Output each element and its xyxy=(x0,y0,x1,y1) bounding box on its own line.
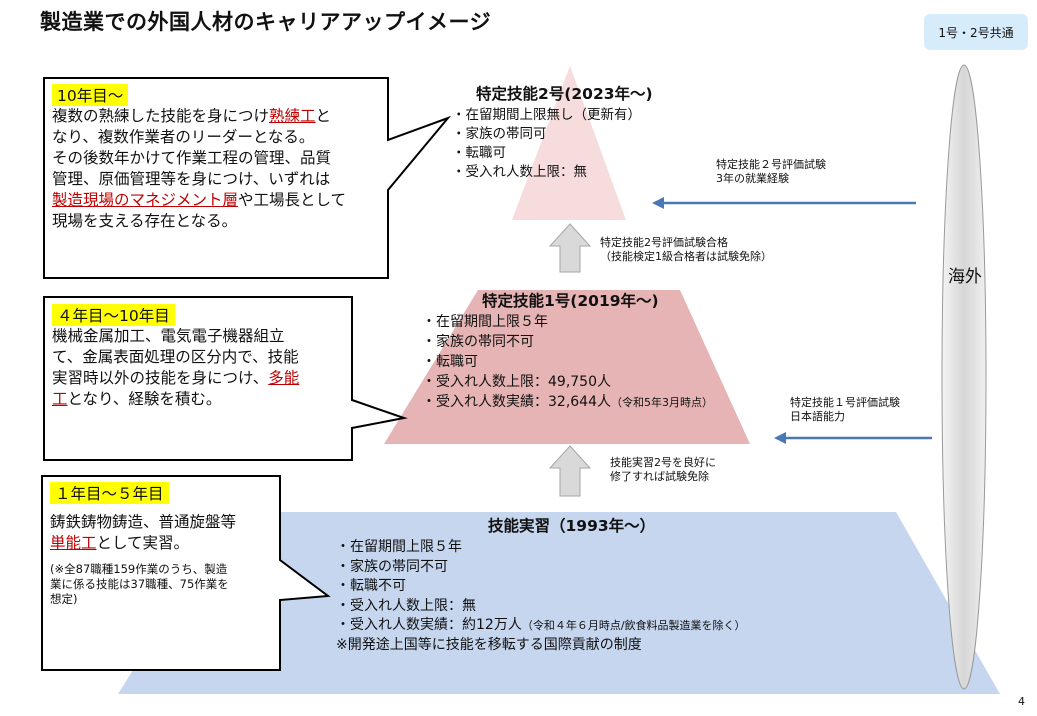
callout-year4-shape xyxy=(43,296,408,461)
tier1-trapezoid xyxy=(384,290,750,444)
callout-year1-note: (※全87職種159作業のうち、製造 業に係る技能は37職種、75作業を 想定) xyxy=(50,562,229,606)
tier2-list: ・在留期間上限無し（更新有） ・家族の帯同可 ・転職可 ・受入れ人数上限：無 xyxy=(452,106,641,182)
callout-text: 機械金属加工、電気電子機器組立 て、金属表面処理の区分内で、技能 実習時以外の技… xyxy=(52,327,299,387)
arrow-label-overseas-tier1: 特定技能１号評価試験 日本語能力 xyxy=(790,396,900,424)
overseas-oval xyxy=(941,64,987,690)
callout-text: や工場長として 現場を支える存在となる。 xyxy=(52,191,347,230)
arrow-overseas-to-tier1 xyxy=(774,432,786,444)
arrow-label-line: 特定技能１号評価試験 xyxy=(790,396,900,409)
training-item: ・在留期間上限５年 xyxy=(336,539,462,555)
training-results-note: （令和４年６月時点/飲食料品製造業を除く） xyxy=(521,619,746,632)
callout-year10-heading: 10年目〜 xyxy=(52,84,129,106)
tier1-item: ・受入れ人数上限：49,750人 xyxy=(422,374,611,390)
callout-year10-shape xyxy=(43,77,452,279)
callout-text: と なり、複数作業者のリーダーとなる。 その後数年かけて作業工程の管理、品質 管… xyxy=(52,107,332,188)
training-results-row: ・受入れ人数実績：約12万人（令和４年６月時点/飲食料品製造業を除く） xyxy=(336,616,746,636)
arrow-label-line: 3年の就業経験 xyxy=(716,172,789,185)
arrow-label-intern-completion: 技能実習2号を良好に 修了すれば試験免除 xyxy=(610,456,716,484)
callout-year1: １年目〜５年目 鋳鉄鋳物鋳造、普通旋盤等 単能工として実習。 (※全87職種15… xyxy=(50,482,278,607)
training-title: 技能実習（1993年〜） xyxy=(488,517,656,535)
callout-year4-body: 機械金属加工、電気電子機器組立 て、金属表面処理の区分内で、技能 実習時以外の技… xyxy=(52,326,348,410)
arrow-overseas-to-tier2 xyxy=(652,197,664,209)
tier2-title: 特定技能2号(2023年〜) xyxy=(476,85,653,103)
arrow-label-line: 技能実習2号を良好に xyxy=(610,456,716,469)
common-badge: 1号・2号共通 xyxy=(924,14,1028,50)
callout-year1-heading: １年目〜５年目 xyxy=(50,482,169,504)
training-list: ・在留期間上限５年 ・家族の帯同不可 ・転職不可 ・受入れ人数上限：無 ・受入れ… xyxy=(336,538,746,655)
callout-key-term: 熟練工 xyxy=(269,107,316,125)
callout-year4: ４年目〜10年目 機械金属加工、電気電子機器組立 て、金属表面処理の区分内で、技… xyxy=(52,304,348,410)
callout-year10: 10年目〜 複数の熟練した技能を身につけ熟練工と なり、複数作業者のリーダーとな… xyxy=(52,84,386,232)
tier2-item: ・家族の帯同可 xyxy=(452,126,547,142)
arrow-label-line: 特定技能２号評価試験 xyxy=(716,158,826,171)
callout-text: 複数の熟練した技能を身につけ xyxy=(52,107,270,125)
callout-year4-heading: ４年目〜10年目 xyxy=(52,304,175,326)
tier1-results-row: ・受入れ人数実績：32,644人（令和5年3月時点） xyxy=(422,392,713,413)
up-arrow-to-tier2 xyxy=(548,223,592,273)
tier1-results-note: （令和5年3月時点） xyxy=(611,396,713,409)
overseas-label: 海外 xyxy=(948,267,982,287)
callout-key-term: 多能 工 xyxy=(52,369,300,408)
callout-key-term: 製造現場のマネジメント層 xyxy=(52,191,239,209)
training-item: ・転職不可 xyxy=(336,578,406,594)
training-note: ※開発途上国等に技能を移転する国際貢献の制度 xyxy=(336,636,642,653)
tier2-item: ・転職可 xyxy=(452,145,506,161)
arrow-label-line: 特定技能2号評価試験合格 xyxy=(600,236,728,249)
tier1-item: ・在留期間上限５年 xyxy=(422,314,548,330)
arrow-label-line: 日本語能力 xyxy=(790,410,845,423)
tier1-item: ・家族の帯同不可 xyxy=(422,334,534,350)
callout-year10-body: 複数の熟練した技能を身につけ熟練工と なり、複数作業者のリーダーとなる。 その後… xyxy=(52,106,386,232)
arrow-label-overseas-tier2: 特定技能２号評価試験 3年の就業経験 xyxy=(716,158,826,186)
tier2-triangle xyxy=(512,66,626,220)
arrow-label-tier2-exam: 特定技能2号評価試験合格 （技能検定1級合格者は試験免除） xyxy=(600,236,772,264)
training-item: ・家族の帯同不可 xyxy=(336,558,448,575)
callout-text: となり、経験を積む。 xyxy=(67,390,222,408)
tier2-item: ・受入れ人数上限：無 xyxy=(452,164,587,180)
tier1-item: ・転職可 xyxy=(422,354,478,370)
callout-key-term: 単能工 xyxy=(50,534,97,552)
arrow-label-line: 修了すれば試験免除 xyxy=(610,470,709,483)
tier2-item: ・在留期間上限無し（更新有） xyxy=(452,107,641,123)
callout-year1-shape xyxy=(41,475,331,671)
tier1-title: 特定技能1号(2019年〜) xyxy=(482,292,659,310)
arrow-label-line: （技能検定1級合格者は試験免除） xyxy=(600,250,772,263)
callout-text: 鋳鉄鋳物鋳造、普通旋盤等 xyxy=(50,513,237,531)
page-title: 製造業での外国人材のキャリアアップイメージ xyxy=(40,10,492,34)
training-trapezoid xyxy=(118,512,1000,694)
callout-text: として実習。 xyxy=(96,534,190,552)
tier1-results: ・受入れ人数実績：32,644人 xyxy=(422,394,611,410)
tier1-list: ・在留期間上限５年 ・家族の帯同不可 ・転職可 ・受入れ人数上限：49,750人… xyxy=(422,312,713,413)
training-results: ・受入れ人数実績：約12万人 xyxy=(336,617,522,633)
callout-year1-body: 鋳鉄鋳物鋳造、普通旋盤等 単能工として実習。 xyxy=(50,512,278,554)
training-item: ・受入れ人数上限：無 xyxy=(336,597,476,614)
up-arrow-to-tier1 xyxy=(548,445,592,497)
page-number: 4 xyxy=(1018,695,1025,708)
